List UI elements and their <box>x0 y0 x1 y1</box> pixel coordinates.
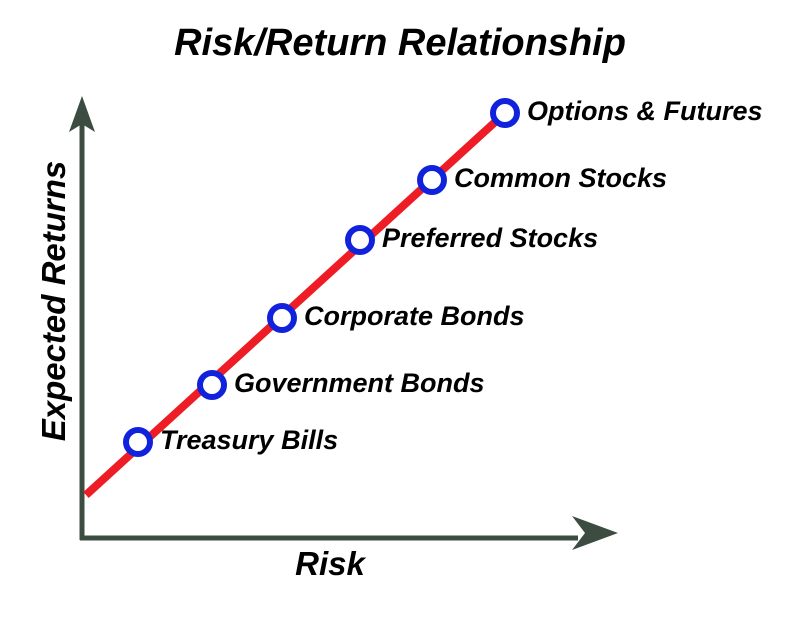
data-point-marker-preferred-stocks[interactable] <box>345 225 375 255</box>
data-point-label-common-stocks: Common Stocks <box>454 163 668 193</box>
data-point-label-preferred-stocks: Preferred Stocks <box>382 223 599 253</box>
data-point-marker-corporate-bonds[interactable] <box>267 303 297 333</box>
data-point-label-government-bonds: Government Bonds <box>234 368 485 398</box>
data-point-marker-government-bonds[interactable] <box>197 370 227 400</box>
y-axis-arrow-up-icon <box>69 96 95 132</box>
data-point-marker-options-and-futures[interactable] <box>490 98 520 128</box>
data-point-label-options-and-futures: Options & Futures <box>527 96 763 126</box>
y-axis-title: Expected Returns <box>35 160 72 442</box>
data-point-label-corporate-bonds: Corporate Bonds <box>304 301 525 331</box>
chart-title: Risk/Return Relationship <box>174 22 626 64</box>
x-axis-arrow-right-icon <box>572 516 618 550</box>
data-point-marker-treasury-bills[interactable] <box>123 427 153 457</box>
data-point-label-treasury-bills: Treasury Bills <box>160 425 339 455</box>
x-axis-title: Risk <box>295 545 365 582</box>
data-point-marker-common-stocks[interactable] <box>417 165 447 195</box>
